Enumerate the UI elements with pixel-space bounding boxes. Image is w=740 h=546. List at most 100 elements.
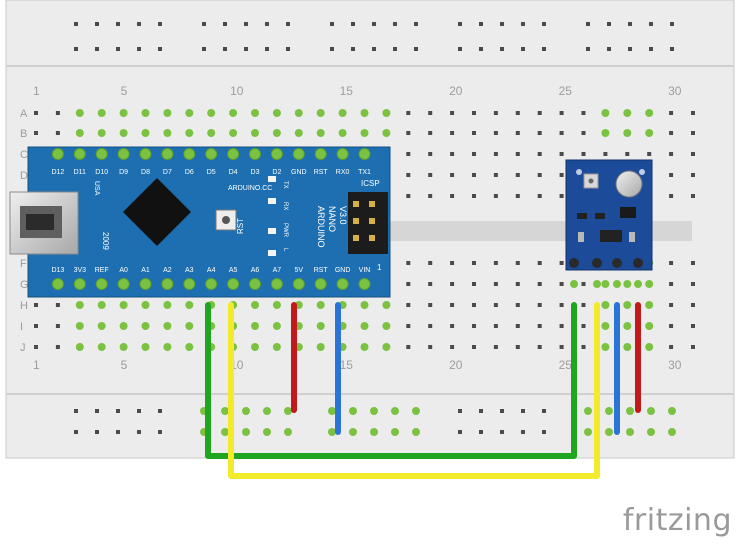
rail-hole-green bbox=[626, 428, 634, 436]
hole-green bbox=[119, 129, 128, 137]
hole bbox=[537, 152, 542, 156]
hole bbox=[559, 303, 564, 307]
mounting-hole bbox=[639, 169, 645, 175]
rail-hole bbox=[95, 409, 99, 413]
rail-hole bbox=[458, 22, 462, 26]
hole-green bbox=[97, 301, 106, 309]
hole bbox=[691, 194, 695, 198]
rail-hole-green bbox=[412, 407, 420, 415]
rail-hole-green bbox=[284, 407, 292, 415]
rail-hole bbox=[265, 22, 269, 26]
hole bbox=[603, 152, 608, 156]
hole-green bbox=[119, 109, 128, 117]
hole bbox=[691, 345, 695, 349]
column-number: 30 bbox=[668, 358, 682, 372]
hole bbox=[559, 324, 564, 328]
hole bbox=[581, 111, 586, 115]
rail-hole bbox=[649, 47, 653, 51]
hole bbox=[515, 303, 520, 307]
hole bbox=[428, 131, 433, 135]
sensor-pin bbox=[569, 258, 579, 268]
rail-hole bbox=[628, 47, 632, 51]
hole-green bbox=[251, 301, 259, 309]
hole bbox=[515, 173, 520, 177]
hole-green bbox=[119, 322, 128, 330]
hole bbox=[559, 194, 564, 198]
row-letter: J bbox=[20, 342, 26, 354]
hole-green bbox=[623, 343, 632, 351]
rail-hole bbox=[265, 47, 269, 51]
hole bbox=[428, 261, 433, 265]
component bbox=[595, 213, 605, 219]
arduino-top-pin-label: D5 bbox=[207, 169, 216, 176]
hole-green bbox=[75, 109, 84, 117]
arduino-bottom-pin-label: VIN bbox=[359, 267, 371, 274]
arduino-bottom-pin-label: A3 bbox=[185, 267, 194, 274]
hole bbox=[406, 131, 411, 135]
rail-hole bbox=[74, 22, 78, 26]
arduino-top-pin bbox=[117, 148, 130, 160]
rail-hole-green bbox=[647, 428, 655, 436]
rail-hole-green bbox=[391, 428, 399, 436]
rail-hole bbox=[137, 430, 141, 434]
arduino-bottom-pin-label: 3V3 bbox=[74, 267, 87, 274]
hole-green bbox=[601, 129, 610, 137]
arduino-top-pin-label: D4 bbox=[229, 169, 238, 176]
hole bbox=[406, 345, 411, 349]
arduino-top-pin bbox=[249, 148, 261, 160]
hole bbox=[515, 282, 520, 286]
hole bbox=[406, 173, 411, 177]
column-number: 15 bbox=[340, 358, 354, 372]
rail-hole bbox=[628, 22, 632, 26]
hole bbox=[669, 194, 674, 198]
arduino-top-pin bbox=[73, 148, 86, 160]
hole-green bbox=[316, 301, 325, 309]
column-number: 20 bbox=[449, 84, 463, 98]
hole-green bbox=[163, 343, 172, 351]
hole bbox=[669, 131, 674, 135]
hole-green bbox=[623, 129, 632, 137]
hole bbox=[691, 324, 695, 328]
arduino-bottom-pin bbox=[205, 278, 218, 290]
icsp-pins bbox=[353, 201, 375, 241]
row-letter: B bbox=[20, 128, 27, 140]
sensor-pin-hole bbox=[593, 280, 601, 288]
hole-green bbox=[163, 109, 172, 117]
rail-hole bbox=[521, 47, 525, 51]
arduino-top-pin bbox=[183, 148, 196, 160]
rail-hole bbox=[670, 22, 674, 26]
hole-green bbox=[141, 109, 150, 117]
sensor-pin bbox=[612, 258, 622, 268]
rail-hole bbox=[244, 47, 248, 51]
rail-hole bbox=[458, 430, 462, 434]
hole bbox=[669, 173, 674, 177]
rail-hole bbox=[670, 47, 674, 51]
led-tx bbox=[268, 176, 276, 182]
rail-hole bbox=[223, 22, 227, 26]
arduino-bottom-pin bbox=[95, 278, 108, 290]
arduino-bottom-pin bbox=[117, 278, 130, 290]
hole-green bbox=[207, 129, 216, 137]
hole-green bbox=[601, 301, 610, 309]
arduino-bottom-pin-label: A0 bbox=[119, 267, 128, 274]
rail-hole bbox=[500, 47, 504, 51]
rail-hole bbox=[351, 47, 355, 51]
hole-green bbox=[382, 322, 391, 330]
component bbox=[629, 232, 635, 242]
rail-hole bbox=[649, 22, 653, 26]
fritzing-watermark: fritzing bbox=[622, 503, 732, 538]
rail-hole bbox=[137, 22, 141, 26]
hole bbox=[515, 152, 520, 156]
hole bbox=[55, 111, 60, 115]
led-label-tx: TX bbox=[282, 181, 288, 189]
hole-green bbox=[141, 343, 150, 351]
hole bbox=[472, 173, 476, 177]
hole bbox=[450, 111, 455, 115]
rail-hole bbox=[158, 430, 162, 434]
year-label: 2009 bbox=[101, 232, 110, 250]
rail-hole-green bbox=[370, 407, 378, 415]
arduino-bottom-pin bbox=[227, 278, 240, 290]
sensor-chip-port bbox=[588, 178, 594, 184]
icsp-pin bbox=[369, 201, 375, 207]
rail-hole bbox=[202, 47, 206, 51]
